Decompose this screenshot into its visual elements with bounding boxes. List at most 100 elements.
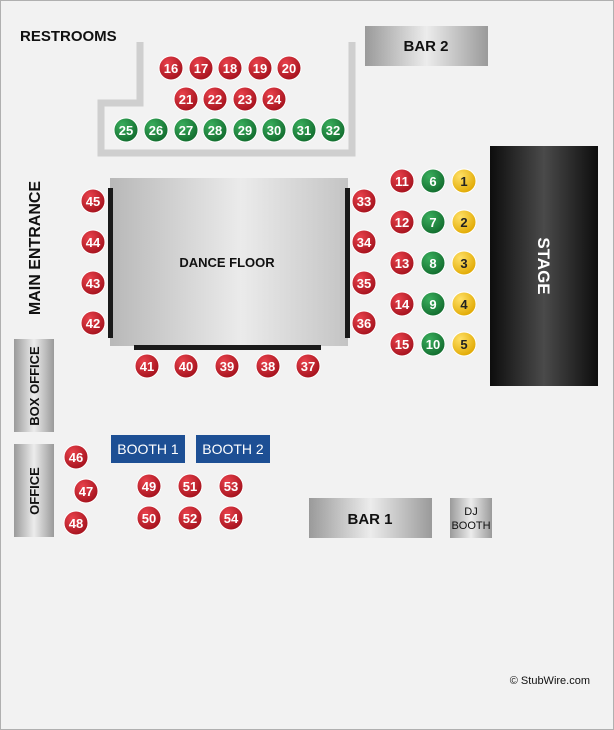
- seat-34[interactable]: 34: [351, 229, 377, 255]
- seat-9[interactable]: 9: [420, 291, 446, 317]
- seat-16[interactable]: 16: [158, 55, 184, 81]
- seat-41[interactable]: 41: [134, 353, 160, 379]
- seat-31[interactable]: 31: [291, 117, 317, 143]
- seat-27[interactable]: 27: [173, 117, 199, 143]
- seat-3[interactable]: 3: [451, 250, 477, 276]
- seat-26-marker[interactable]: [143, 117, 169, 143]
- seat-23[interactable]: 23: [232, 86, 258, 112]
- seat-49-marker[interactable]: [136, 473, 162, 499]
- seat-21-marker[interactable]: [173, 86, 199, 112]
- seat-34-marker[interactable]: [351, 229, 377, 255]
- seat-18[interactable]: 18: [217, 55, 243, 81]
- seat-10-marker[interactable]: [420, 331, 446, 357]
- seat-52-marker[interactable]: [177, 505, 203, 531]
- seat-48-marker[interactable]: [63, 510, 89, 536]
- seat-17-marker[interactable]: [188, 55, 214, 81]
- seat-6[interactable]: 6: [420, 168, 446, 194]
- seat-22[interactable]: 22: [202, 86, 228, 112]
- seat-20-marker[interactable]: [276, 55, 302, 81]
- seat-13[interactable]: 13: [389, 250, 415, 276]
- seat-7[interactable]: 7: [420, 209, 446, 235]
- seat-28[interactable]: 28: [202, 117, 228, 143]
- seat-25[interactable]: 25: [113, 117, 139, 143]
- seat-24[interactable]: 24: [261, 86, 287, 112]
- seat-42[interactable]: 42: [80, 310, 106, 336]
- seat-45[interactable]: 45: [80, 188, 106, 214]
- seat-43-marker[interactable]: [80, 270, 106, 296]
- booth-1[interactable]: [111, 435, 185, 463]
- seat-27-marker[interactable]: [173, 117, 199, 143]
- seat-28-marker[interactable]: [202, 117, 228, 143]
- seat-54[interactable]: 54: [218, 505, 244, 531]
- seat-40-marker[interactable]: [173, 353, 199, 379]
- seat-5[interactable]: 5: [451, 331, 477, 357]
- seat-14[interactable]: 14: [389, 291, 415, 317]
- seat-35-marker[interactable]: [351, 270, 377, 296]
- seat-6-marker[interactable]: [420, 168, 446, 194]
- seat-1-marker[interactable]: [451, 168, 477, 194]
- seat-54-marker[interactable]: [218, 505, 244, 531]
- seat-30-marker[interactable]: [261, 117, 287, 143]
- seat-38-marker[interactable]: [255, 353, 281, 379]
- seat-53-marker[interactable]: [218, 473, 244, 499]
- seat-4[interactable]: 4: [451, 291, 477, 317]
- seat-12[interactable]: 12: [389, 209, 415, 235]
- seat-7-marker[interactable]: [420, 209, 446, 235]
- seat-41-marker[interactable]: [134, 353, 160, 379]
- seat-36-marker[interactable]: [351, 310, 377, 336]
- seat-46-marker[interactable]: [63, 444, 89, 470]
- booth-2[interactable]: [196, 435, 270, 463]
- seat-3-marker[interactable]: [451, 250, 477, 276]
- seat-22-marker[interactable]: [202, 86, 228, 112]
- seat-47[interactable]: 47: [73, 478, 99, 504]
- seat-37[interactable]: 37: [295, 353, 321, 379]
- seat-18-marker[interactable]: [217, 55, 243, 81]
- seat-37-marker[interactable]: [295, 353, 321, 379]
- seat-16-marker[interactable]: [158, 55, 184, 81]
- seat-33[interactable]: 33: [351, 188, 377, 214]
- seat-14-marker[interactable]: [389, 291, 415, 317]
- dance-floor[interactable]: [110, 178, 348, 346]
- seat-33-marker[interactable]: [351, 188, 377, 214]
- seat-15-marker[interactable]: [389, 331, 415, 357]
- seat-44-marker[interactable]: [80, 229, 106, 255]
- seat-10[interactable]: 10: [420, 331, 446, 357]
- seat-2-marker[interactable]: [451, 209, 477, 235]
- seat-17[interactable]: 17: [188, 55, 214, 81]
- seat-20[interactable]: 20: [276, 55, 302, 81]
- seat-26[interactable]: 26: [143, 117, 169, 143]
- bar-2[interactable]: [365, 26, 488, 66]
- seat-12-marker[interactable]: [389, 209, 415, 235]
- seat-19[interactable]: 19: [247, 55, 273, 81]
- seat-42-marker[interactable]: [80, 310, 106, 336]
- seat-8[interactable]: 8: [420, 250, 446, 276]
- seat-24-marker[interactable]: [261, 86, 287, 112]
- bar-1[interactable]: [309, 498, 432, 538]
- seat-43[interactable]: 43: [80, 270, 106, 296]
- seat-36[interactable]: 36: [351, 310, 377, 336]
- seat-44[interactable]: 44: [80, 229, 106, 255]
- seat-45-marker[interactable]: [80, 188, 106, 214]
- seat-9-marker[interactable]: [420, 291, 446, 317]
- seat-8-marker[interactable]: [420, 250, 446, 276]
- seat-46[interactable]: 46: [63, 444, 89, 470]
- seat-47-marker[interactable]: [73, 478, 99, 504]
- seat-13-marker[interactable]: [389, 250, 415, 276]
- seat-51[interactable]: 51: [177, 473, 203, 499]
- seat-39-marker[interactable]: [214, 353, 240, 379]
- seat-29-marker[interactable]: [232, 117, 258, 143]
- seat-23-marker[interactable]: [232, 86, 258, 112]
- seat-50-marker[interactable]: [136, 505, 162, 531]
- seat-48[interactable]: 48: [63, 510, 89, 536]
- seat-25-marker[interactable]: [113, 117, 139, 143]
- seat-50[interactable]: 50: [136, 505, 162, 531]
- seat-15[interactable]: 15: [389, 331, 415, 357]
- seat-40[interactable]: 40: [173, 353, 199, 379]
- seat-29[interactable]: 29: [232, 117, 258, 143]
- seat-5-marker[interactable]: [451, 331, 477, 357]
- seat-19-marker[interactable]: [247, 55, 273, 81]
- seat-1[interactable]: 1: [451, 168, 477, 194]
- seat-11-marker[interactable]: [389, 168, 415, 194]
- seat-39[interactable]: 39: [214, 353, 240, 379]
- seat-51-marker[interactable]: [177, 473, 203, 499]
